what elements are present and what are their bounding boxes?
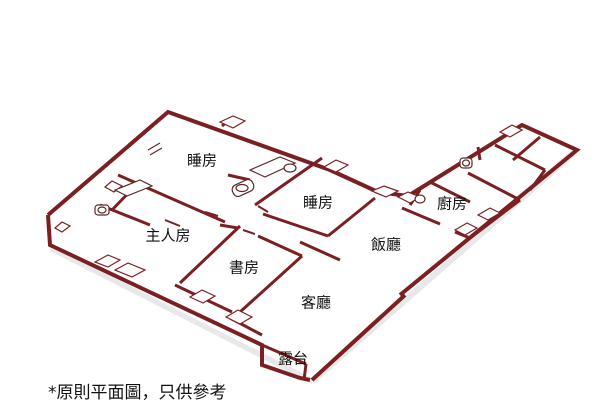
- room-label-living: 客廳: [301, 294, 331, 312]
- disclaimer-note: *原則平面圖，只供參考: [48, 383, 227, 403]
- bathtub-icon: [113, 179, 154, 197]
- wardrobe-mark: [149, 147, 163, 156]
- wall-lower-outline: [46, 214, 311, 382]
- basin-bowl-icon: [235, 183, 249, 193]
- toilet-bowl-icon: [97, 206, 107, 214]
- sink-icon: [414, 194, 426, 204]
- bathroom-fixtures: [94, 142, 473, 216]
- room-labels: 睡房 睡房 主人房 飯廳 廚房 書房 客廳 露台: [145, 152, 467, 368]
- room-label-dining: 飯廳: [371, 236, 401, 254]
- interior-walls: [99, 116, 547, 381]
- door-marks: [164, 205, 269, 235]
- room-label-master-bedroom: 主人房: [145, 227, 190, 245]
- room-label-bedroom-mid: 睡房: [303, 194, 333, 212]
- room-label-bedroom-top: 睡房: [187, 152, 217, 170]
- toilet-icon: [283, 163, 297, 173]
- room-label-study: 書房: [229, 259, 259, 277]
- toilet-bowl-icon: [461, 159, 471, 167]
- room-label-balcony: 露台: [278, 350, 308, 368]
- windows: [53, 115, 524, 325]
- wardrobe-mark: [147, 142, 161, 151]
- bathtub-icon: [248, 156, 297, 178]
- wall-balcony-side: [310, 293, 407, 382]
- room-label-kitchen: 廚房: [437, 195, 467, 213]
